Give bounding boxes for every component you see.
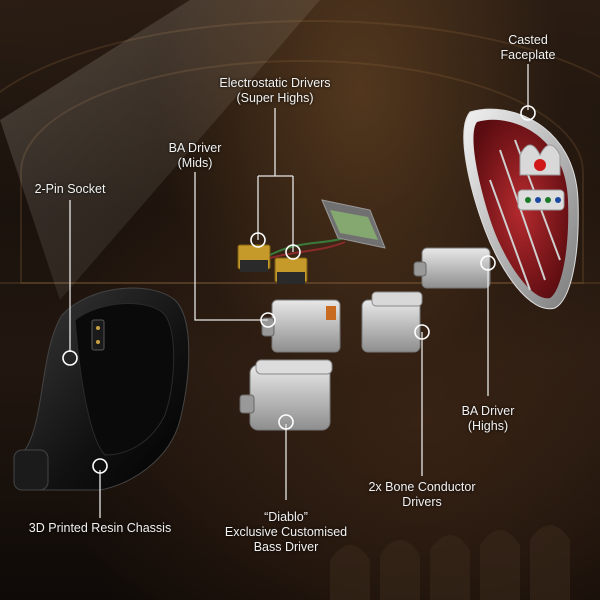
label-resin-chassis: 3D Printed Resin Chassis	[20, 521, 180, 536]
label-line: 2-Pin Socket	[20, 182, 120, 197]
label-line: BA Driver	[155, 141, 235, 156]
theater-seats	[330, 525, 570, 600]
label-line: “Diablo”	[216, 510, 356, 525]
label-casted-faceplate: Casted Faceplate	[488, 33, 568, 63]
label-line: BA Driver	[448, 404, 528, 419]
label-bass-driver: “Diablo” Exclusive Customised Bass Drive…	[216, 510, 356, 555]
callout-electrostatic	[258, 108, 293, 252]
label-bone-conductor: 2x Bone Conductor Drivers	[362, 480, 482, 510]
label-line: Faceplate	[488, 48, 568, 63]
ba-driver-mids	[262, 300, 340, 352]
label-line: Bass Driver	[216, 540, 356, 555]
label-line: Drivers	[362, 495, 482, 510]
label-line: (Super Highs)	[205, 91, 345, 106]
label-ba-driver-highs: BA Driver (Highs)	[448, 404, 528, 434]
bone-conductor-drivers	[362, 292, 422, 352]
label-line: Electrostatic Drivers	[205, 76, 345, 91]
label-two-pin-socket: 2-Pin Socket	[20, 182, 120, 197]
label-line: (Highs)	[448, 419, 528, 434]
label-electrostatic-drivers: Electrostatic Drivers (Super Highs)	[205, 76, 345, 106]
label-line: 2x Bone Conductor	[362, 480, 482, 495]
label-line: Casted	[488, 33, 568, 48]
label-ba-driver-mids: BA Driver (Mids)	[155, 141, 235, 171]
ba-driver-highs	[414, 248, 490, 288]
label-line: Exclusive Customised	[216, 525, 356, 540]
label-line: (Mids)	[155, 156, 235, 171]
bass-driver	[240, 360, 332, 430]
label-line: 3D Printed Resin Chassis	[20, 521, 180, 536]
electrostatic-drivers	[238, 200, 385, 284]
